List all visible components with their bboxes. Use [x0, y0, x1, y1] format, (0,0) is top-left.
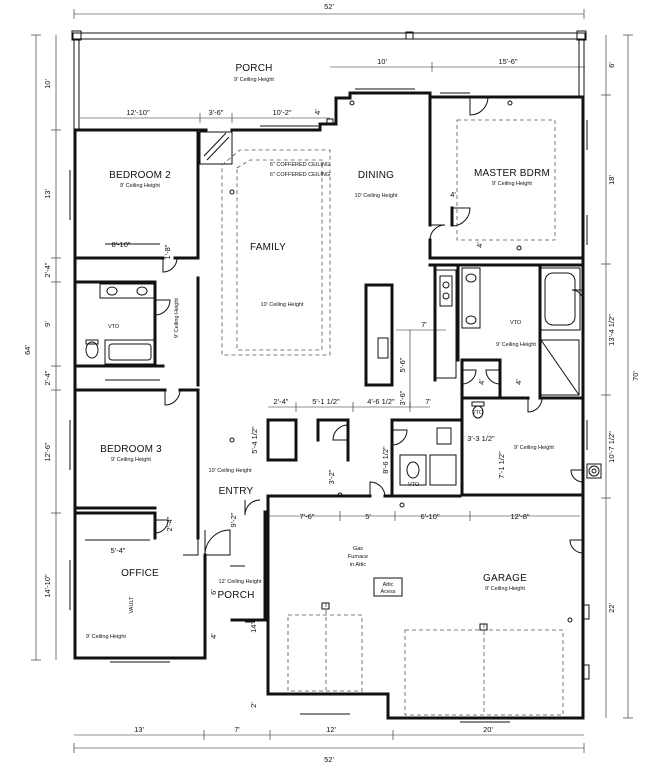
- dim-bath-7-1: 7'-1 1/2": [497, 451, 506, 479]
- dimension-lines: [31, 9, 633, 753]
- dim-entry-3-2: 3'-2": [327, 469, 336, 484]
- dim-bath-8-10: 8'-10": [111, 240, 130, 249]
- dim-porch-4b: 4': [209, 633, 218, 639]
- dim-overall-right: 70': [631, 371, 640, 381]
- dim-porch-4: 4': [313, 109, 322, 115]
- dim-garage-12-8: 12'-8": [510, 512, 529, 521]
- dim-left-12-6: 12'-6": [43, 442, 52, 461]
- dim-garage-6-10: 6'-10": [420, 512, 439, 521]
- dining-note: 10' Ceiling Height: [355, 193, 398, 199]
- entry-note: 10' Ceiling Height: [209, 468, 252, 474]
- porch-front-name: PORCH: [217, 590, 254, 601]
- dim-kit-5-6: 5'-6": [398, 357, 407, 372]
- room-labels: PORCH 9' Ceiling Height BEDROOM 2 9' Cei…: [86, 63, 554, 640]
- vto-label-1: VTO: [108, 324, 120, 330]
- dim-porch-3-6: 3'-6": [209, 108, 224, 117]
- dim-right-22: 22': [607, 603, 616, 613]
- dim-master-4c: 4': [514, 379, 523, 385]
- dim-right-18: 18': [607, 175, 616, 185]
- porch-outline: [71, 30, 587, 130]
- dim-office-2-4: 2'-4": [165, 516, 174, 531]
- bedroom2-name: BEDROOM 2: [109, 170, 171, 181]
- dim-entry-5-4: 5'-4 1/2": [250, 426, 259, 454]
- family-note: 10' Ceiling Height: [261, 302, 304, 308]
- dim-right-10-7: 10'-7 1/2": [607, 431, 616, 463]
- dim-garage-7-6: 7'-6": [300, 512, 315, 521]
- office-name: OFFICE: [121, 568, 159, 579]
- dim-left-14-10: 14'-10": [43, 574, 52, 598]
- dim-left-10: 10': [43, 79, 52, 89]
- dim-hall-5-1: 5'-1 1/2": [312, 397, 340, 406]
- master-bath-note: 9' Ceiling Height: [496, 342, 536, 348]
- dim-bottom-7: 7': [234, 725, 240, 734]
- dim-bottom-20: 20': [483, 725, 493, 734]
- master-name: MASTER BDRM: [474, 168, 550, 179]
- dim-right-13-4: 13'-4 1/2": [607, 314, 616, 346]
- dim-master-4a: 4': [450, 190, 456, 199]
- dim-hall-7: 7': [425, 397, 431, 406]
- dim-hall-4-6: 4'-6 1/2": [367, 397, 395, 406]
- bedroom2-note: 9' Ceiling Height: [120, 183, 160, 189]
- hall-bath-note: 9' Ceiling Height: [174, 298, 180, 338]
- garage-furnace-2: Furnace: [348, 554, 368, 560]
- dining-name: DINING: [358, 170, 394, 181]
- master-note: 9' Ceiling Height: [492, 181, 532, 187]
- dim-top-10: 10': [377, 57, 387, 66]
- entry-name: ENTRY: [219, 486, 254, 497]
- dim-bottom-12: 12': [326, 725, 336, 734]
- garage-note: 9' Ceiling Height: [485, 586, 525, 592]
- attic-label-2: Acess: [381, 589, 396, 595]
- dimension-labels: 52' 52' 64' 70' 10' 15'-6" 12'-10" 3'-6"…: [23, 2, 640, 764]
- dim-kit-3-6: 3'-6": [398, 390, 407, 405]
- coffered-ceiling-2: 6" COFFERED CEILING: [270, 172, 330, 178]
- dim-hall-2-4: 2'-4": [274, 397, 289, 406]
- dim-overall-top: 52': [324, 2, 334, 11]
- dim-overall-bottom: 52': [324, 755, 334, 764]
- dim-porch-14: 14': [249, 623, 258, 633]
- office-note: 9' Ceiling Height: [86, 634, 126, 640]
- dim-right-6: 6': [607, 62, 616, 68]
- garage-furnace-1: Gas: [353, 546, 363, 552]
- dim-entry-8-6: 8'-6 1/2": [381, 446, 390, 474]
- office-vault: VAULT: [129, 596, 135, 614]
- family-name: FAMILY: [250, 242, 286, 253]
- dim-overall-left: 64': [23, 345, 32, 355]
- attic-label-1: Attic: [383, 582, 394, 588]
- bedroom3-note: 9' Ceiling Height: [111, 457, 151, 463]
- dim-porch-12-10: 12'-10": [126, 108, 150, 117]
- dim-porch-6: 6': [209, 589, 218, 595]
- dim-porch-9-2: 9'-2": [229, 512, 238, 527]
- garage-name: GARAGE: [483, 573, 527, 584]
- dim-porch-10-2: 10'-2": [272, 108, 291, 117]
- closet-note: 9' Ceiling Height: [514, 445, 554, 451]
- dim-top-15-6: 15'-6": [498, 57, 517, 66]
- coffered-ceiling-1: 6" COFFERED CEILING: [270, 162, 330, 168]
- dim-garage-5: 5': [365, 512, 371, 521]
- dim-left-2-4b: 2'-4": [43, 370, 52, 385]
- dim-master-4b: 4': [477, 379, 486, 385]
- dim-kit-7: 7': [421, 320, 427, 329]
- dim-bottom-13: 13': [134, 725, 144, 734]
- dim-left-13: 13': [43, 189, 52, 199]
- dim-office-5-4: 5'-4": [111, 546, 126, 555]
- vto-label-3: VTO: [472, 410, 484, 416]
- porch-front-note: 12' Ceiling Height: [219, 579, 262, 585]
- porch-top-name: PORCH: [235, 63, 272, 74]
- vto-label-4: VTO: [408, 482, 420, 488]
- dim-left-2-4a: 2'-4": [43, 262, 52, 277]
- porch-top-note: 9' Ceiling Height: [234, 77, 274, 83]
- details: [69, 88, 602, 723]
- dim-bath-1-8: 1'-8": [163, 244, 172, 259]
- dim-bath-4: 4': [475, 242, 484, 248]
- garage-furnace-3: in Attic: [350, 562, 366, 568]
- vto-label-2: VTO: [510, 320, 522, 326]
- dim-bath-3-3: 3'-3 1/2": [467, 434, 495, 443]
- bedroom3-name: BEDROOM 3: [100, 444, 162, 455]
- dim-left-9: 9': [43, 321, 52, 327]
- dim-garage-2: 2': [249, 702, 258, 708]
